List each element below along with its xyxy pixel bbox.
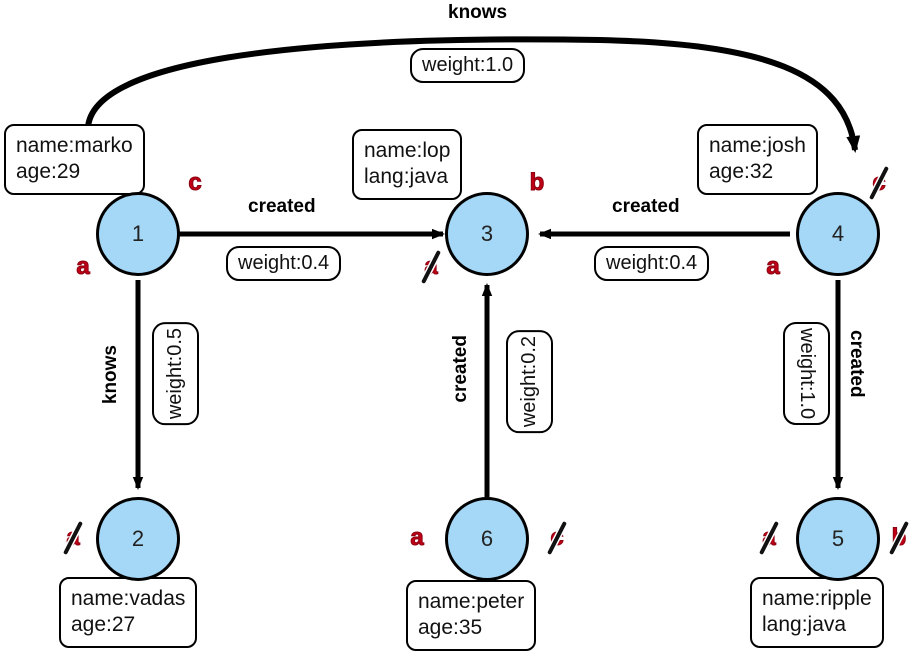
edge-label-knows-1-4: knows — [446, 1, 508, 25]
property-line: age:35 — [418, 615, 483, 639]
property-line: name:marko — [16, 134, 133, 157]
graph-node-4[interactable]: 4 — [796, 192, 880, 276]
edge-weight-created-6-3: weight:0.2 — [506, 330, 553, 434]
edge-weight-knows-1-4: weight:1.0 — [410, 48, 526, 83]
property-line: lang:java — [364, 164, 449, 188]
property-line: name:vadas — [71, 587, 186, 610]
annotation-letter: b — [529, 169, 545, 197]
edge-knows-1-4 — [84, 36, 861, 153]
annotation-letter: a — [410, 524, 424, 552]
property-line: age:27 — [71, 612, 136, 636]
graph-node-3[interactable]: 3 — [445, 192, 529, 276]
property-line: name:lop — [364, 139, 451, 162]
edge-label-created-4-5: created — [845, 329, 869, 400]
property-box-node-3: name:lop lang:java — [352, 129, 463, 200]
graph-node-2[interactable]: 2 — [96, 497, 180, 581]
property-box-node-1: name:marko age:29 — [4, 124, 145, 195]
annotation-node-5-a: a — [756, 521, 782, 555]
annotation-node-1-c: c — [182, 168, 208, 198]
annotation-node-3-b: b — [524, 168, 550, 198]
property-box-node-2: name:vadas age:27 — [59, 577, 198, 648]
annotation-node-2-a: a — [60, 521, 86, 555]
property-box-node-4: name:josh age:32 — [697, 124, 818, 195]
edge-weight-knows-1-2: weight:0.5 — [152, 322, 199, 426]
property-line: name:peter — [418, 590, 525, 613]
annotation-node-4-c: c — [866, 166, 892, 200]
edge-weight-created-4-5: weight:1.0 — [783, 322, 830, 426]
annotation-letter: a — [766, 253, 780, 281]
edge-label-knows-1-2: knows — [99, 344, 123, 406]
property-line: name:josh — [709, 134, 806, 157]
property-line: age:32 — [709, 159, 774, 183]
edge-label-created-1-3: created — [247, 195, 318, 219]
edge-label-created-6-3: created — [449, 334, 473, 405]
annotation-node-5-b: b — [886, 521, 912, 555]
annotation-node-4-a: a — [760, 252, 786, 282]
property-line: name:ripple — [762, 587, 872, 610]
graph-node-1[interactable]: 1 — [96, 192, 180, 276]
property-box-node-6: name:peter age:35 — [406, 580, 537, 651]
annotation-node-6-a: a — [404, 523, 430, 553]
annotation-letter: c — [188, 169, 202, 197]
annotation-node-1-a: a — [70, 252, 96, 282]
edge-weight-created-1-3: weight:0.4 — [226, 246, 342, 281]
property-line: lang:java — [762, 612, 847, 636]
annotation-node-3-a: a — [418, 250, 444, 284]
annotation-letter: a — [76, 253, 90, 281]
property-line: age:29 — [16, 159, 81, 183]
graph-node-5[interactable]: 5 — [796, 497, 880, 581]
annotation-node-6-c: c — [544, 521, 570, 555]
edge-label-created-4-3: created — [611, 195, 682, 219]
property-box-node-5: name:ripple lang:java — [750, 577, 884, 648]
graph-node-6[interactable]: 6 — [445, 497, 529, 581]
edge-weight-created-4-3: weight:0.4 — [594, 246, 710, 281]
